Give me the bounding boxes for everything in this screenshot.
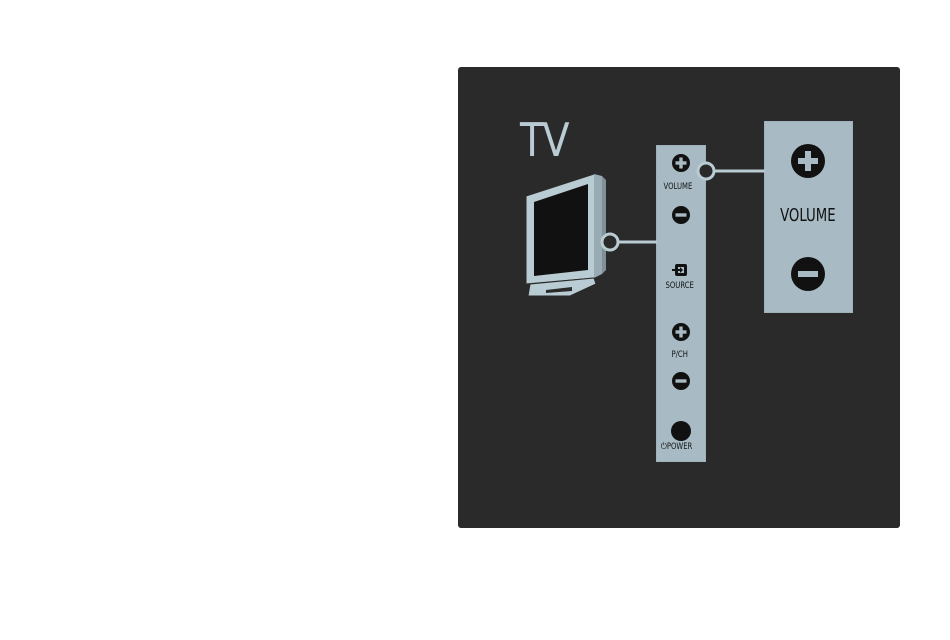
volume-minus-small-button[interactable]	[671, 205, 691, 225]
volume-plus-small-button[interactable]	[671, 153, 691, 173]
source-input-icon[interactable]	[672, 262, 690, 278]
program-label: P/CH	[671, 350, 687, 360]
volume-large-label: VOLUME	[780, 205, 836, 226]
power-label: ⏻POWER	[661, 442, 693, 452]
power-button[interactable]	[670, 420, 692, 442]
program-minus-button[interactable]	[671, 371, 691, 391]
source-label: SOURCE	[666, 281, 694, 291]
volume-minus-large-button[interactable]	[790, 256, 826, 292]
volume-plus-large-button[interactable]	[790, 143, 826, 179]
diagram-title: TV	[520, 113, 568, 167]
side-control-strip	[656, 145, 706, 462]
volume-small-label: VOLUME	[664, 182, 693, 192]
television-icon	[524, 174, 610, 298]
program-plus-button[interactable]	[671, 322, 691, 342]
